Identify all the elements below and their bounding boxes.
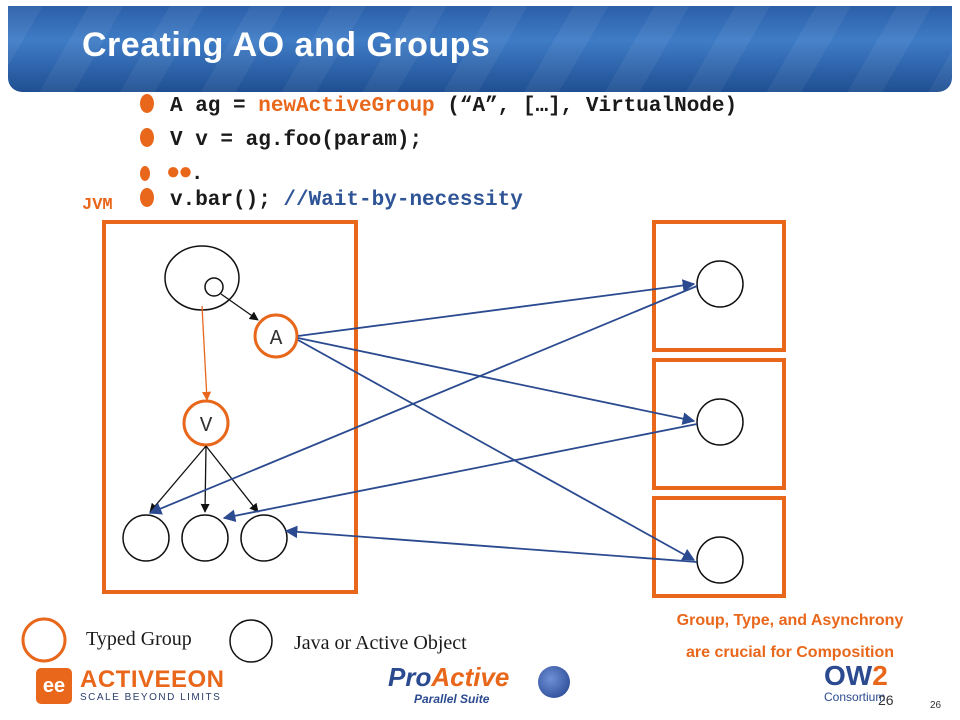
- ow2-two: 2: [872, 660, 888, 691]
- arrow-v-to-result-2: [200, 445, 210, 513]
- bullet-icon: [140, 188, 154, 207]
- code-line-4: v.bar(); //Wait-by-necessity: [140, 188, 523, 212]
- proactive-active: Active: [431, 662, 510, 692]
- arrow-a-to-remote-2: [297, 337, 696, 425]
- arrow-a-to-remote-1: [297, 279, 696, 337]
- arrow-remote-2-to-result-2: [222, 423, 698, 522]
- arrow-remote-1-to-result-1: [148, 285, 698, 515]
- result-object-3: [240, 514, 288, 562]
- typed-group-a: [253, 313, 299, 359]
- proactive-pro: Pro: [388, 662, 432, 692]
- legend-java-object: Java or Active Object: [294, 632, 467, 654]
- code-line-4-prefix: v.bar();: [170, 189, 284, 212]
- main-object-port: [204, 277, 224, 297]
- remote-object-1: [696, 260, 744, 308]
- proactive-logo: ProActive Parallel Suite: [388, 660, 578, 710]
- banner-texture: [8, 6, 952, 92]
- bullet-icon: [140, 166, 150, 181]
- remote-object-3: [696, 536, 744, 584]
- arrow-main-to-a: [220, 293, 259, 321]
- ow2-tagline: Consortium: [824, 690, 886, 704]
- globe-icon: [538, 666, 570, 698]
- ow2-logo: OW2 Consortium: [820, 660, 930, 706]
- typed-group-v: [182, 399, 230, 447]
- jvm-box-remote-2: [652, 358, 786, 490]
- bullet-icon: [140, 128, 154, 147]
- code-line-1-prefix: A ag =: [170, 95, 259, 118]
- activeeon-name: ACTIVEEON: [80, 666, 225, 693]
- code-line-3: ●●.: [140, 160, 203, 187]
- jvm-box-remote-3: [652, 496, 786, 598]
- result-object-2: [181, 514, 229, 562]
- code-line-1: A ag = newActiveGroup (“A”, […], Virtual…: [140, 94, 737, 118]
- code-line-2: V v = ag.foo(param);: [140, 128, 422, 152]
- arrow-a-to-remote-3: [297, 339, 696, 561]
- proactive-tagline: Parallel Suite: [414, 692, 490, 706]
- node-v-label: V: [200, 415, 213, 438]
- remote-object-2: [696, 398, 744, 446]
- result-object-1: [122, 514, 170, 562]
- code-line-2-text: V v = ag.foo(param);: [170, 129, 423, 152]
- page-number-small: 26: [930, 700, 942, 711]
- slide-title: Creating AO and Groups: [82, 26, 491, 64]
- arrow-v-to-result-1: [149, 445, 207, 513]
- code-line-1-suffix: (“A”, […], VirtualNode): [434, 95, 738, 118]
- page-number: 26: [878, 692, 894, 708]
- activeeon-tagline: SCALE BEYOND LIMITS: [80, 692, 222, 703]
- node-a-label: A: [270, 328, 283, 351]
- arrow-main-to-v: [201, 305, 212, 401]
- note-line-2: are crucial for Composition: [685, 644, 895, 661]
- legend-typed-group: Typed Group: [86, 628, 192, 650]
- arrow-remote-3-to-result-3: [284, 525, 698, 563]
- ellipsis-dots: ●●: [166, 160, 193, 187]
- code-comment: //Wait-by-necessity: [283, 189, 523, 212]
- code-keyword: newActiveGroup: [258, 95, 435, 118]
- legend-object-swatch: [229, 619, 273, 663]
- proactive-name: ProActive: [388, 662, 509, 693]
- ow2-ow: OW: [824, 660, 873, 691]
- ellipsis-rest: .: [190, 163, 204, 186]
- jvm-box-remote-1: [652, 220, 786, 352]
- bullet-icon: [140, 94, 154, 113]
- note-line-1: Group, Type, and Asynchrony: [676, 612, 904, 629]
- ow2-name: OW2: [824, 660, 888, 692]
- main-active-object: [164, 245, 240, 311]
- title-banner: [8, 6, 952, 92]
- legend-typed-group-swatch: [21, 617, 67, 663]
- jvm-box-main: [102, 220, 358, 594]
- activeeon-logo: ee ACTIVEEON SCALE BEYOND LIMITS: [36, 664, 226, 708]
- activeeon-logo-icon: ee: [36, 668, 72, 704]
- jvm-label: JVM: [82, 196, 113, 215]
